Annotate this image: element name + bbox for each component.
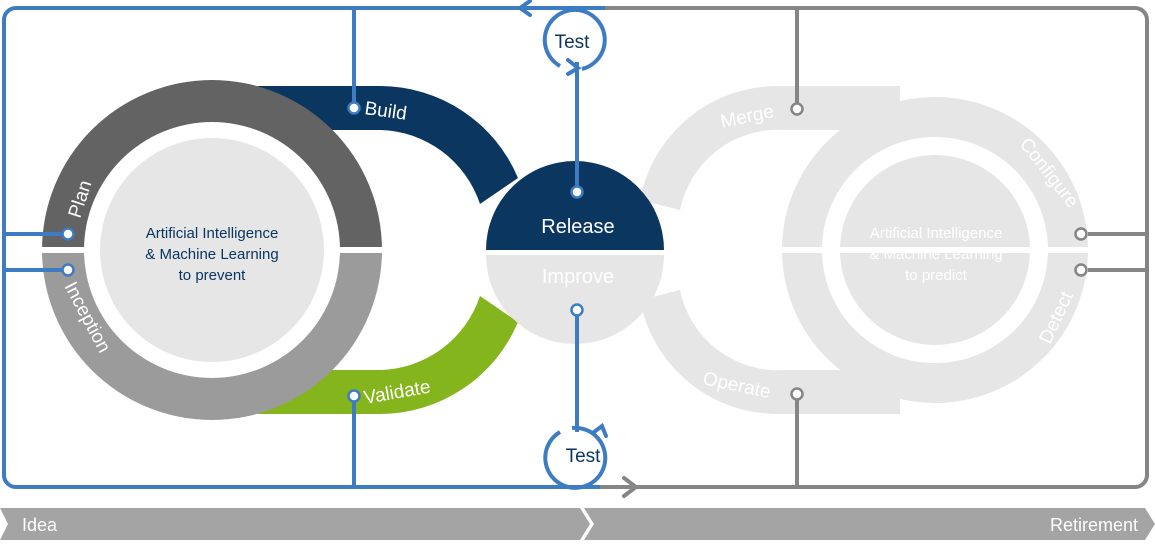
- left-core-line3: to prevent: [179, 267, 247, 284]
- validate-node: [347, 389, 361, 403]
- configure-node: [1074, 227, 1088, 241]
- timeline-start-label: Idea: [22, 515, 58, 535]
- left-loop: [40, 80, 518, 420]
- improve-node: [570, 303, 584, 317]
- release-label: Release: [541, 216, 614, 238]
- right-loop: [630, 85, 1100, 415]
- improve-label: Improve: [542, 266, 614, 288]
- release-half: [486, 161, 664, 250]
- inception-node: [61, 263, 75, 277]
- build-arc: [258, 86, 518, 204]
- node-dots: [61, 101, 1088, 403]
- timeline-end-label: Retirement: [1050, 515, 1138, 535]
- gray-connectors: [600, 6, 1149, 498]
- test-loop-top: [542, 7, 607, 71]
- release-node: [570, 185, 584, 199]
- right-core-line2: & Machine Learning: [869, 246, 1002, 263]
- left-core-circle: [100, 138, 324, 362]
- detect-node: [1074, 263, 1088, 277]
- timeline-retirement-segment: [584, 508, 1155, 540]
- left-core-line1: Artificial Intelligence: [146, 225, 279, 242]
- plan-node: [61, 227, 75, 241]
- plan-ring-half: [42, 80, 382, 250]
- operate-arc: [640, 290, 900, 415]
- test-label-bottom: Test: [566, 446, 602, 467]
- timeline: Idea Retirement: [0, 508, 1155, 540]
- test-loop-bottom: [543, 425, 608, 490]
- blue-connectors: [2, 0, 608, 490]
- test-label-top: Test: [555, 32, 591, 53]
- merge-arc: [640, 85, 900, 210]
- inception-ring-half: [42, 250, 382, 420]
- center-hub: [486, 161, 664, 344]
- timeline-idea-segment: [0, 508, 590, 540]
- left-core-line2: & Machine Learning: [145, 246, 278, 263]
- operate-node: [790, 387, 804, 401]
- improve-half: [486, 255, 664, 344]
- build-node: [347, 101, 361, 115]
- right-core-line1: Artificial Intelligence: [870, 225, 1003, 242]
- merge-node: [790, 102, 804, 116]
- right-core-line3: to predict: [905, 267, 968, 284]
- validate-arc: [258, 296, 518, 414]
